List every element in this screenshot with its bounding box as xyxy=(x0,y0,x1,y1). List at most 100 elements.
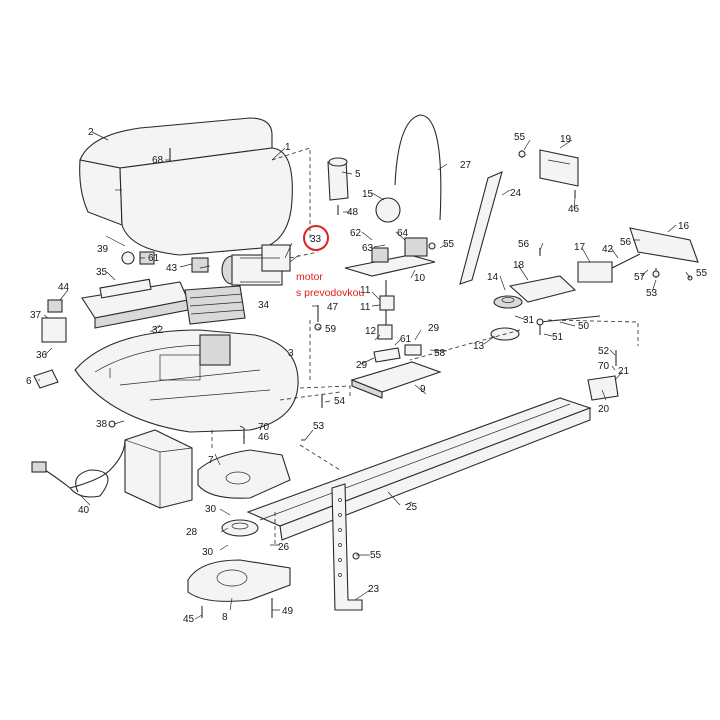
carriage-part xyxy=(350,361,442,399)
label-11a: 11 xyxy=(360,285,371,296)
label-5: 5 xyxy=(355,169,361,180)
label-23: 23 xyxy=(368,584,380,595)
label-46b: 46 xyxy=(258,432,270,443)
label-30a: 30 xyxy=(205,504,217,515)
label-51: 51 xyxy=(552,332,564,343)
label-1: 1 xyxy=(285,142,291,153)
label-59: 59 xyxy=(325,324,337,335)
annotation-motor: motor xyxy=(296,271,323,283)
label-63: 63 xyxy=(362,243,374,254)
label-61a: 61 xyxy=(148,253,160,264)
label-37: 37 xyxy=(30,310,42,321)
label-19: 19 xyxy=(560,134,572,145)
cover-6 xyxy=(33,369,59,389)
label-44: 44 xyxy=(58,282,70,293)
label-11b: 11 xyxy=(360,302,371,313)
part-labels: 2 1 68 5 15 48 27 24 55 19 46 16 56 17 4… xyxy=(26,127,708,625)
label-7: 7 xyxy=(208,455,214,466)
label-32: 32 xyxy=(152,325,164,336)
screws xyxy=(108,148,693,618)
label-24: 24 xyxy=(510,188,522,199)
parts-29-58-61 xyxy=(373,344,422,363)
label-21: 21 xyxy=(618,366,630,377)
bulb-part xyxy=(375,197,401,223)
label-45: 45 xyxy=(183,614,195,625)
chassis-part xyxy=(74,329,299,433)
label-55b: 55 xyxy=(696,268,708,279)
label-70b: 70 xyxy=(258,422,270,433)
label-55a: 55 xyxy=(514,132,526,143)
door-arm-part xyxy=(459,171,503,285)
label-70a: 70 xyxy=(598,361,610,372)
label-16: 16 xyxy=(678,221,690,232)
assembly-lines xyxy=(211,147,639,545)
label-43: 43 xyxy=(166,263,178,274)
highlight-circle xyxy=(303,225,329,251)
sprocket-part xyxy=(221,519,259,537)
label-46a: 46 xyxy=(568,204,580,215)
label-18: 18 xyxy=(513,260,525,271)
label-9: 9 xyxy=(420,384,426,395)
label-31: 31 xyxy=(523,315,535,326)
slider-20-21 xyxy=(587,375,619,401)
door-bracket-16 xyxy=(629,227,699,263)
label-62: 62 xyxy=(350,228,362,239)
label-50: 50 xyxy=(578,321,590,332)
label-10: 10 xyxy=(414,273,426,284)
label-30b: 30 xyxy=(202,547,214,558)
label-53b: 53 xyxy=(313,421,325,432)
label-52: 52 xyxy=(598,346,610,357)
label-17: 17 xyxy=(574,242,586,253)
control-board-part xyxy=(81,278,189,329)
door-bracket-19 xyxy=(539,149,579,187)
label-53a: 53 xyxy=(646,288,658,299)
label-49: 49 xyxy=(282,606,294,617)
label-40: 40 xyxy=(78,505,90,516)
label-56b: 56 xyxy=(620,237,632,248)
gear-14 xyxy=(493,295,523,309)
label-27: 27 xyxy=(460,160,472,171)
label-39: 39 xyxy=(97,244,109,255)
label-3: 3 xyxy=(288,348,294,359)
limit-board-part xyxy=(344,237,436,277)
label-13: 13 xyxy=(473,341,485,352)
label-29b: 29 xyxy=(428,323,440,334)
label-6: 6 xyxy=(26,376,32,387)
label-34: 34 xyxy=(258,300,270,311)
label-36: 36 xyxy=(36,350,48,361)
label-68: 68 xyxy=(152,155,164,166)
label-61b: 61 xyxy=(400,334,412,345)
wall-bracket-part xyxy=(331,483,363,611)
antenna-wire-part xyxy=(394,114,442,221)
label-28: 28 xyxy=(186,527,198,538)
end-bracket-part xyxy=(187,559,291,602)
label-42: 42 xyxy=(602,244,614,255)
label-48: 48 xyxy=(347,207,359,218)
label-14: 14 xyxy=(487,272,499,283)
label-12: 12 xyxy=(365,326,377,337)
lamp-socket-39-61 xyxy=(121,251,209,273)
annotation-gearbox: s prevodovkou xyxy=(296,287,364,299)
label-58: 58 xyxy=(434,348,446,359)
label-64: 64 xyxy=(397,228,409,239)
label-26: 26 xyxy=(278,542,290,553)
label-8: 8 xyxy=(222,612,228,623)
leader-lines xyxy=(38,131,691,620)
label-20: 20 xyxy=(598,404,610,415)
label-55d: 55 xyxy=(443,239,455,250)
battery-part xyxy=(124,429,193,509)
cover-part xyxy=(79,117,293,256)
label-35: 35 xyxy=(96,267,108,278)
motor-highlight: 33 motor s prevodovkou xyxy=(296,225,364,299)
label-56a: 56 xyxy=(518,239,530,250)
power-cable-part xyxy=(31,439,126,498)
slide-block-17 xyxy=(577,253,641,283)
label-38: 38 xyxy=(96,419,108,430)
transformer-part xyxy=(184,285,246,325)
label-55c: 55 xyxy=(370,550,382,561)
light-cover-part xyxy=(327,157,349,201)
pin-50 xyxy=(536,315,601,326)
label-2: 2 xyxy=(88,127,94,138)
label-25: 25 xyxy=(406,502,418,513)
